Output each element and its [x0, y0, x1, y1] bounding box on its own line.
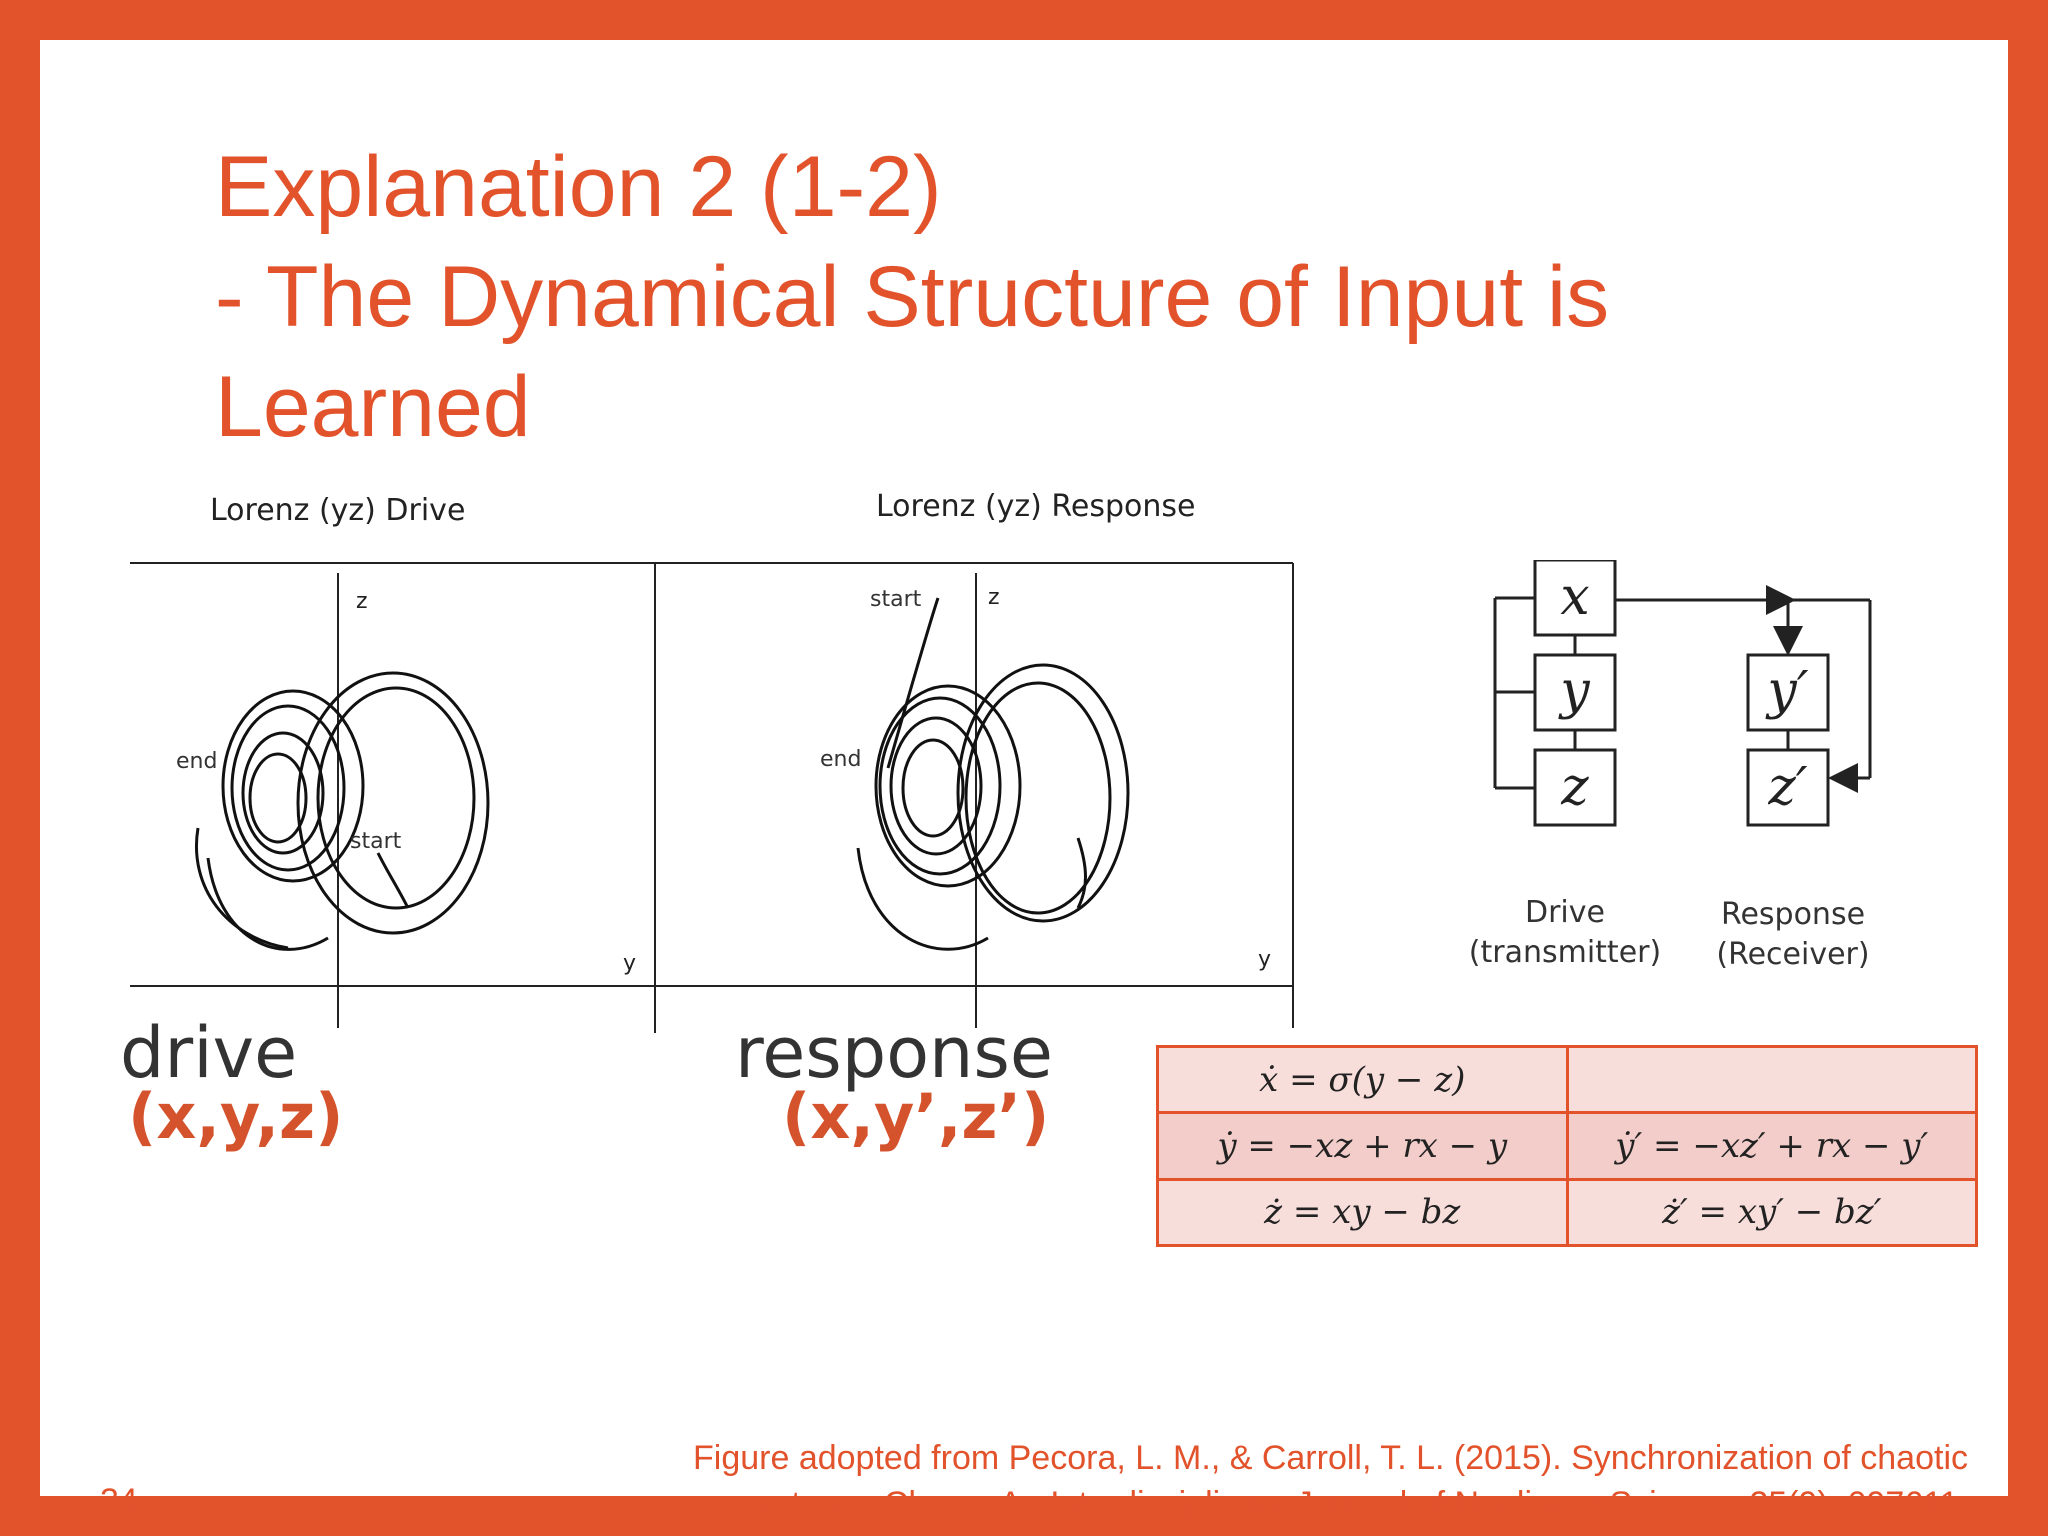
response-axis-y-label: y [1258, 947, 1271, 972]
response-axis-z-label: z [988, 585, 1000, 610]
block-node-y: y [1533, 653, 1617, 732]
drive-start-label: start [350, 829, 402, 854]
block-node-x: x [1533, 560, 1617, 637]
svg-text:x: x [1560, 567, 1589, 627]
equation-row: ẏ = −xz + rx − y ẏ′ = −xz′ + rx − y′ [1156, 1111, 1978, 1181]
slide: Explanation 2 (1-2) - The Dynamical Stru… [40, 40, 2008, 1523]
equation-cell: ẋ = σ(y − z) [1156, 1044, 1569, 1115]
drive-caption-1: Drive [1525, 895, 1605, 930]
svg-text:y′: y′ [1765, 661, 1808, 721]
equation-row: ẋ = σ(y − z) [1156, 1044, 1978, 1115]
title-line-2: - The Dynamical Structure of Input is [215, 249, 1610, 345]
drive-response-block-diagram: x y z y′ z′ Drive (transmitter) Response… [1469, 560, 1872, 972]
equations-table: ẋ = σ(y − z) ẏ = −xz + rx − y ẏ′ = −xz′ … [1156, 1044, 1978, 1248]
response-caption-1: Response [1721, 897, 1865, 932]
drive-vars-label: (x,y,z) [128, 1080, 344, 1153]
response-panel-title: Lorenz (yz) Response [876, 489, 1196, 524]
response-end-label: end [820, 747, 861, 772]
equation-cell: ż′ = xy′ − bz′ [1565, 1177, 1978, 1248]
equation-cell [1565, 1044, 1978, 1115]
equation-cell: ẏ′ = −xz′ + rx − y′ [1565, 1111, 1978, 1181]
block-node-z: z [1533, 748, 1617, 827]
drive-panel-title: Lorenz (yz) Drive [210, 493, 465, 528]
citation: Figure adopted from Pecora, L. M., & Car… [568, 1435, 1968, 1527]
drive-axis-y-label: y [623, 951, 636, 976]
drive-attractor-trace [195, 671, 490, 951]
svg-text:y: y [1558, 661, 1590, 721]
response-attractor-trace [856, 597, 1130, 951]
citation-line-1: Figure adopted from Pecora, L. M., & Car… [693, 1439, 1968, 1477]
equation-cell: ż = xy − bz [1156, 1177, 1569, 1248]
title-line-3: Learned [215, 359, 531, 455]
slide-title: Explanation 2 (1-2) - The Dynamical Stru… [215, 132, 1815, 462]
citation-line-2: systems. Chaos: An Interdisciplinary Jou… [740, 1485, 1968, 1523]
response-vars-label: (x,y’,z’) [782, 1080, 1050, 1153]
page-number: 34 [100, 1482, 138, 1520]
drive-end-label: end [176, 749, 217, 774]
drive-caption-2: (transmitter) [1469, 935, 1661, 970]
response-caption-2: (Receiver) [1716, 937, 1869, 972]
drive-label: drive [120, 1012, 298, 1094]
drive-axis-z-label: z [356, 589, 368, 614]
response-label: response [735, 1012, 1053, 1094]
lorenz-attractor-figure: Lorenz (yz) Drive Lorenz (yz) Response z… [130, 489, 1294, 1033]
svg-text:z′: z′ [1767, 757, 1807, 817]
block-node-y-prime: y′ [1746, 653, 1830, 732]
panel-frames [130, 562, 1294, 1033]
equation-row: ż = xy − bz ż′ = xy′ − bz′ [1156, 1177, 1978, 1248]
equation-cell: ẏ = −xz + rx − y [1156, 1111, 1569, 1181]
title-line-1: Explanation 2 (1-2) [215, 139, 942, 235]
svg-text:z: z [1560, 757, 1589, 817]
response-start-label: start [870, 587, 922, 612]
block-node-z-prime: z′ [1746, 748, 1830, 827]
